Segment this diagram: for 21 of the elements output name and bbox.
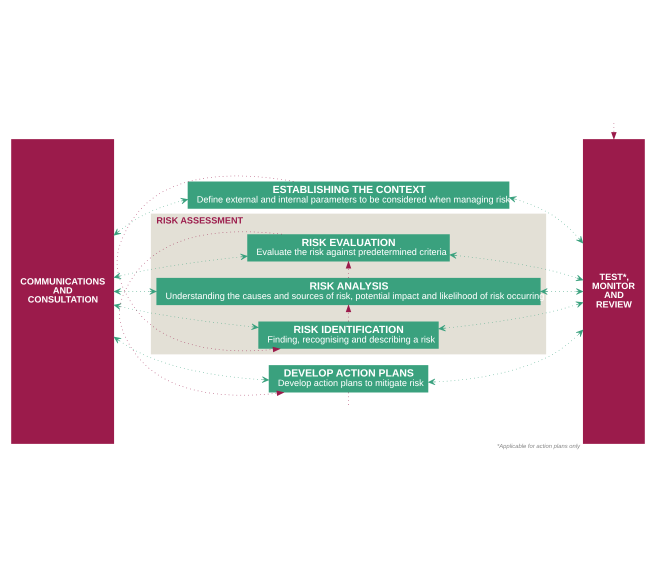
arrow [114,197,188,236]
arrow [114,288,157,294]
arrow [114,302,258,330]
node-box: DEVELOP ACTION PLANS Develop action plans to mitigate risk [268,364,428,392]
node-box: ESTABLISHING THE CONTEXT Define external and internal parameters to be considered when managing risk [188,180,510,208]
arrow [450,252,584,281]
arrow [116,175,294,352]
node-box: RISK IDENTIFICATION Finding, recognising and describing a risk [258,320,439,348]
arrow [540,288,584,294]
arrow [346,260,352,278]
arrow [438,300,584,331]
arrow [611,122,617,140]
node-box: TEST*, MONITOR AND REVIEW [582,138,645,444]
node-box: RISK EVALUATION Evaluate the risk against predetermined criteria [247,234,450,262]
arrow [428,329,584,385]
arrow [346,304,352,322]
arrow [509,196,584,243]
arrow [114,253,248,279]
arrow [119,230,285,396]
node-box: COMMUNICATIONS AND CONSULTATION [11,138,114,444]
arrow [114,336,270,382]
